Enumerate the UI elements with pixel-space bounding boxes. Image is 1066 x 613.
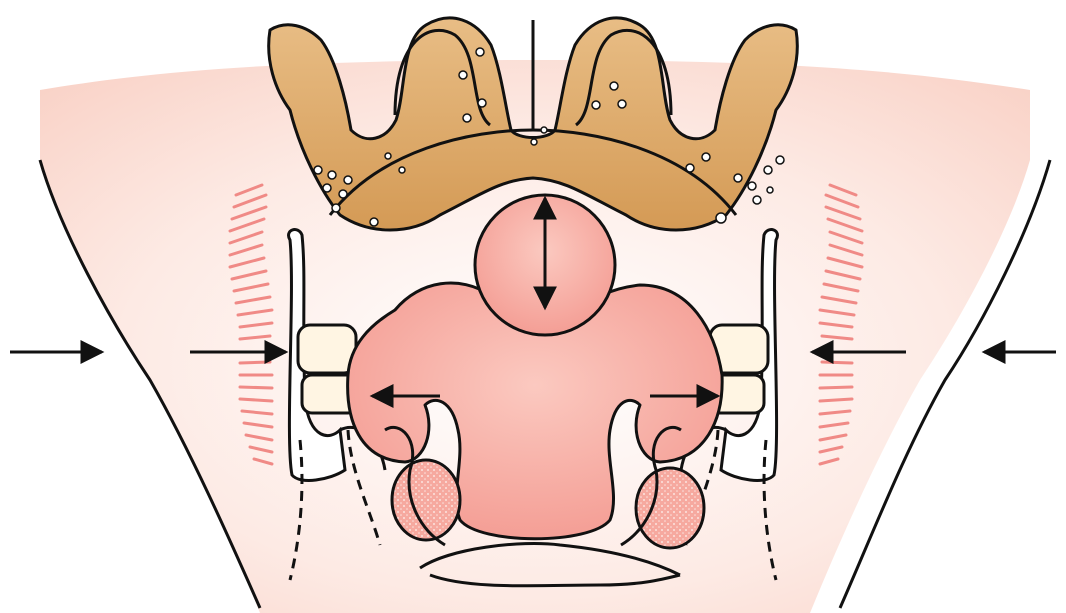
- dotted-tonsil-right: [636, 468, 704, 548]
- cartilage-left-upper: [298, 325, 356, 373]
